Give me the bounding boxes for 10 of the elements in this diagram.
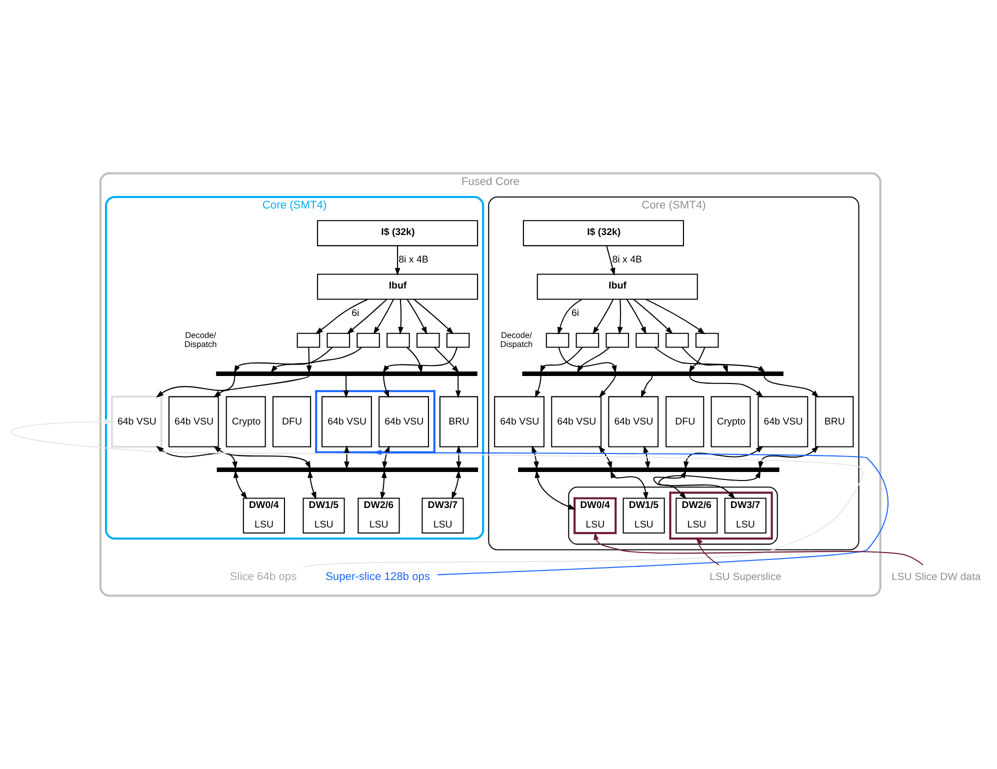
edge-label: 6i (571, 308, 580, 320)
node-text: Super-slice 128b ops (326, 571, 430, 584)
label: Decode/ Dispatch (184, 330, 217, 349)
node-text: LSU Slice DW data (891, 572, 981, 583)
label: Decode/ Dispatch (500, 330, 533, 349)
edge-label: 8i x 4B (398, 254, 428, 266)
edge-label: 6i (352, 308, 360, 320)
edge-label: 8i x 4B (612, 254, 642, 266)
node-text: LSU Superslice (710, 572, 782, 583)
node-text: Slice 64b ops (230, 571, 297, 584)
